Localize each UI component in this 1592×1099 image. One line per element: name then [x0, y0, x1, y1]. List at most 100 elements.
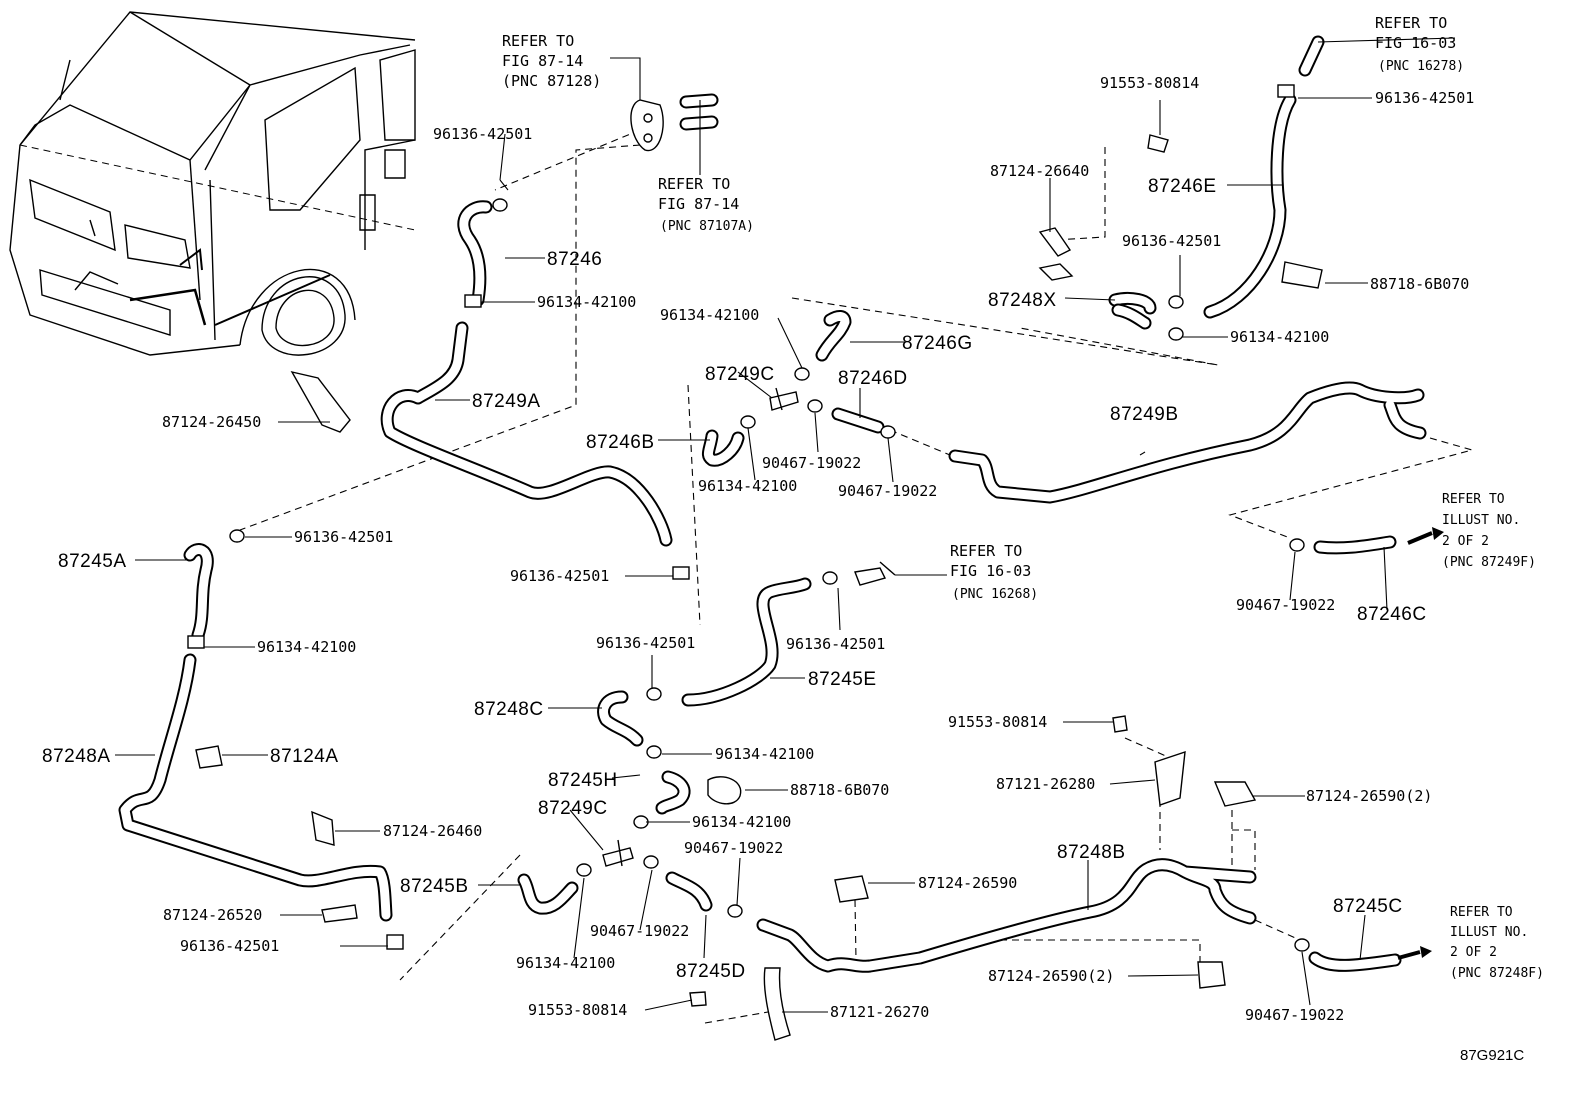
- hose-87248C: [597, 690, 644, 747]
- ref-line: REFER TO: [658, 175, 730, 193]
- bolt-icon: [689, 991, 707, 1007]
- bolt-icon: [1147, 134, 1169, 153]
- bracket-icon: [1154, 750, 1186, 806]
- ref-line: ILLUST NO.: [1450, 925, 1528, 940]
- clamp-icon: [576, 863, 592, 877]
- part-label-87248A: 87248A: [42, 746, 111, 767]
- reference-illust-87248F: REFER TO ILLUST NO. 2 OF 2 (PNC 87248F): [1450, 905, 1544, 981]
- reference-illust-87249F: REFER TO ILLUST NO. 2 OF 2 (PNC 87249F): [1442, 492, 1536, 570]
- part-label-96136-42501: 96136-42501: [180, 937, 279, 955]
- part-label-88718-6B070: 88718-6B070: [790, 781, 889, 799]
- part-label-87124-26450: 87124-26450: [162, 413, 261, 431]
- part-label-96134-42100: 96134-42100: [692, 813, 791, 831]
- diagram-code: 87G921C: [1460, 1047, 1524, 1064]
- part-label-90467-19022: 90467-19022: [838, 482, 937, 500]
- hose-87248B: [756, 858, 1257, 973]
- reference-fig8714-a: REFER TO FIG 87-14 (PNC 87128): [502, 32, 601, 90]
- part-label-90467-19022: 90467-19022: [762, 454, 861, 472]
- pipe-stub-top: [679, 35, 1325, 131]
- clip-icon: [834, 875, 869, 903]
- part-label-96136-42501: 96136-42501: [1375, 89, 1474, 107]
- hose-87245A: [183, 543, 214, 642]
- clamp-icon: [822, 571, 838, 585]
- hose-87245E: [681, 577, 812, 707]
- ref-line: ILLUST NO.: [1442, 513, 1520, 528]
- ref-line: (PNC 16278): [1378, 59, 1464, 74]
- hose-87246B: [701, 429, 745, 467]
- part-label-87124-26640: 87124-26640: [990, 162, 1089, 180]
- grommet-icon: [630, 99, 664, 152]
- part-label-90467-19022: 90467-19022: [1245, 1006, 1344, 1024]
- part-label-90467-19022: 90467-19022: [684, 839, 783, 857]
- part-label-88718-6B070: 88718-6B070: [1370, 275, 1469, 293]
- part-label-87249B: 87249B: [1110, 404, 1179, 425]
- hose-87246D: [831, 407, 885, 434]
- part-label-87124-26590: 87124-26590: [918, 874, 1017, 892]
- part-label-87124-26590-2: 87124-26590(2): [1306, 787, 1432, 805]
- clamp-icon: [633, 815, 649, 829]
- clamp-icon: [187, 635, 205, 649]
- clamp-icon: [386, 934, 404, 950]
- part-label-87246C: 87246C: [1357, 604, 1427, 625]
- part-label-87245B: 87245B: [400, 876, 469, 897]
- part-label-87246E: 87246E: [1148, 176, 1217, 197]
- part-label-87249A: 87249A: [472, 391, 541, 412]
- clip-icon: [1281, 261, 1323, 289]
- clip-icon: [1213, 781, 1257, 807]
- part-label-91553-80814: 91553-80814: [948, 713, 1047, 731]
- clamp-icon: [672, 566, 690, 580]
- clamp-icon: [492, 198, 508, 212]
- leader-lines: [115, 37, 1456, 1013]
- reference-fig1603-b: REFER TO FIG 16-03 (PNC 16268): [950, 542, 1038, 602]
- bracket-icon: [1038, 227, 1072, 257]
- fittings: [195, 99, 1323, 1041]
- clip-icon: [321, 904, 358, 923]
- part-label-96134-42100: 96134-42100: [698, 477, 797, 495]
- part-label-96134-42100: 96134-42100: [1230, 328, 1329, 346]
- part-label-96136-42501: 96136-42501: [786, 635, 885, 653]
- part-label-87248B: 87248B: [1057, 842, 1126, 863]
- bracket-icon: [1038, 263, 1074, 281]
- ref-line: REFER TO: [502, 32, 574, 50]
- grommet-hole-icon: [643, 113, 653, 123]
- hose-87246G: [815, 310, 852, 362]
- clip-icon: [707, 776, 742, 805]
- part-label-96134-42100: 96134-42100: [516, 954, 615, 972]
- part-label-87121-26270: 87121-26270: [830, 1003, 929, 1021]
- clamp-icon: [646, 687, 662, 701]
- clip-icon: [1197, 961, 1226, 989]
- ref-line: (PNC 16268): [952, 587, 1038, 602]
- hose-87249B: [948, 381, 1427, 504]
- part-label-96136-42501: 96136-42501: [1122, 232, 1221, 250]
- ref-line: REFER TO: [1442, 492, 1505, 507]
- valve-icon: [854, 561, 896, 586]
- part-label-87248C: 87248C: [474, 699, 544, 720]
- hose-87245H: [655, 770, 691, 815]
- part-label-96136-42501: 96136-42501: [596, 634, 695, 652]
- ref-line: (PNC 87128): [502, 72, 601, 90]
- part-label-96134-42100: 96134-42100: [257, 638, 356, 656]
- part-label-87249C: 87249C: [538, 798, 608, 819]
- part-label-87246G: 87246G: [902, 333, 973, 354]
- ref-line: (PNC 87107A): [660, 219, 754, 234]
- arrows: [1397, 527, 1444, 960]
- ref-line: 2 OF 2: [1450, 945, 1497, 960]
- ref-line: FIG 16-03: [1375, 34, 1456, 52]
- clamp-icon: [643, 855, 659, 869]
- part-label-87246: 87246: [547, 249, 602, 270]
- part-label-87124-26520: 87124-26520: [163, 906, 262, 924]
- part-label-87248X: 87248X: [988, 290, 1057, 311]
- ref-line: REFER TO: [1450, 905, 1513, 920]
- clamp-icon: [1294, 938, 1310, 952]
- vehicle-outline: [9, 11, 416, 356]
- part-label-90467-19022: 90467-19022: [1236, 596, 1335, 614]
- clip-icon: [311, 810, 335, 846]
- part-label-87245A: 87245A: [58, 551, 127, 572]
- clamp-icon: [727, 904, 743, 918]
- bolt-icon: [1112, 715, 1128, 733]
- clamp-icon: [794, 367, 810, 381]
- part-label-96134-42100: 96134-42100: [715, 745, 814, 763]
- bracket-icon: [290, 370, 351, 433]
- part-label-87124-26590-2: 87124-26590(2): [988, 967, 1114, 985]
